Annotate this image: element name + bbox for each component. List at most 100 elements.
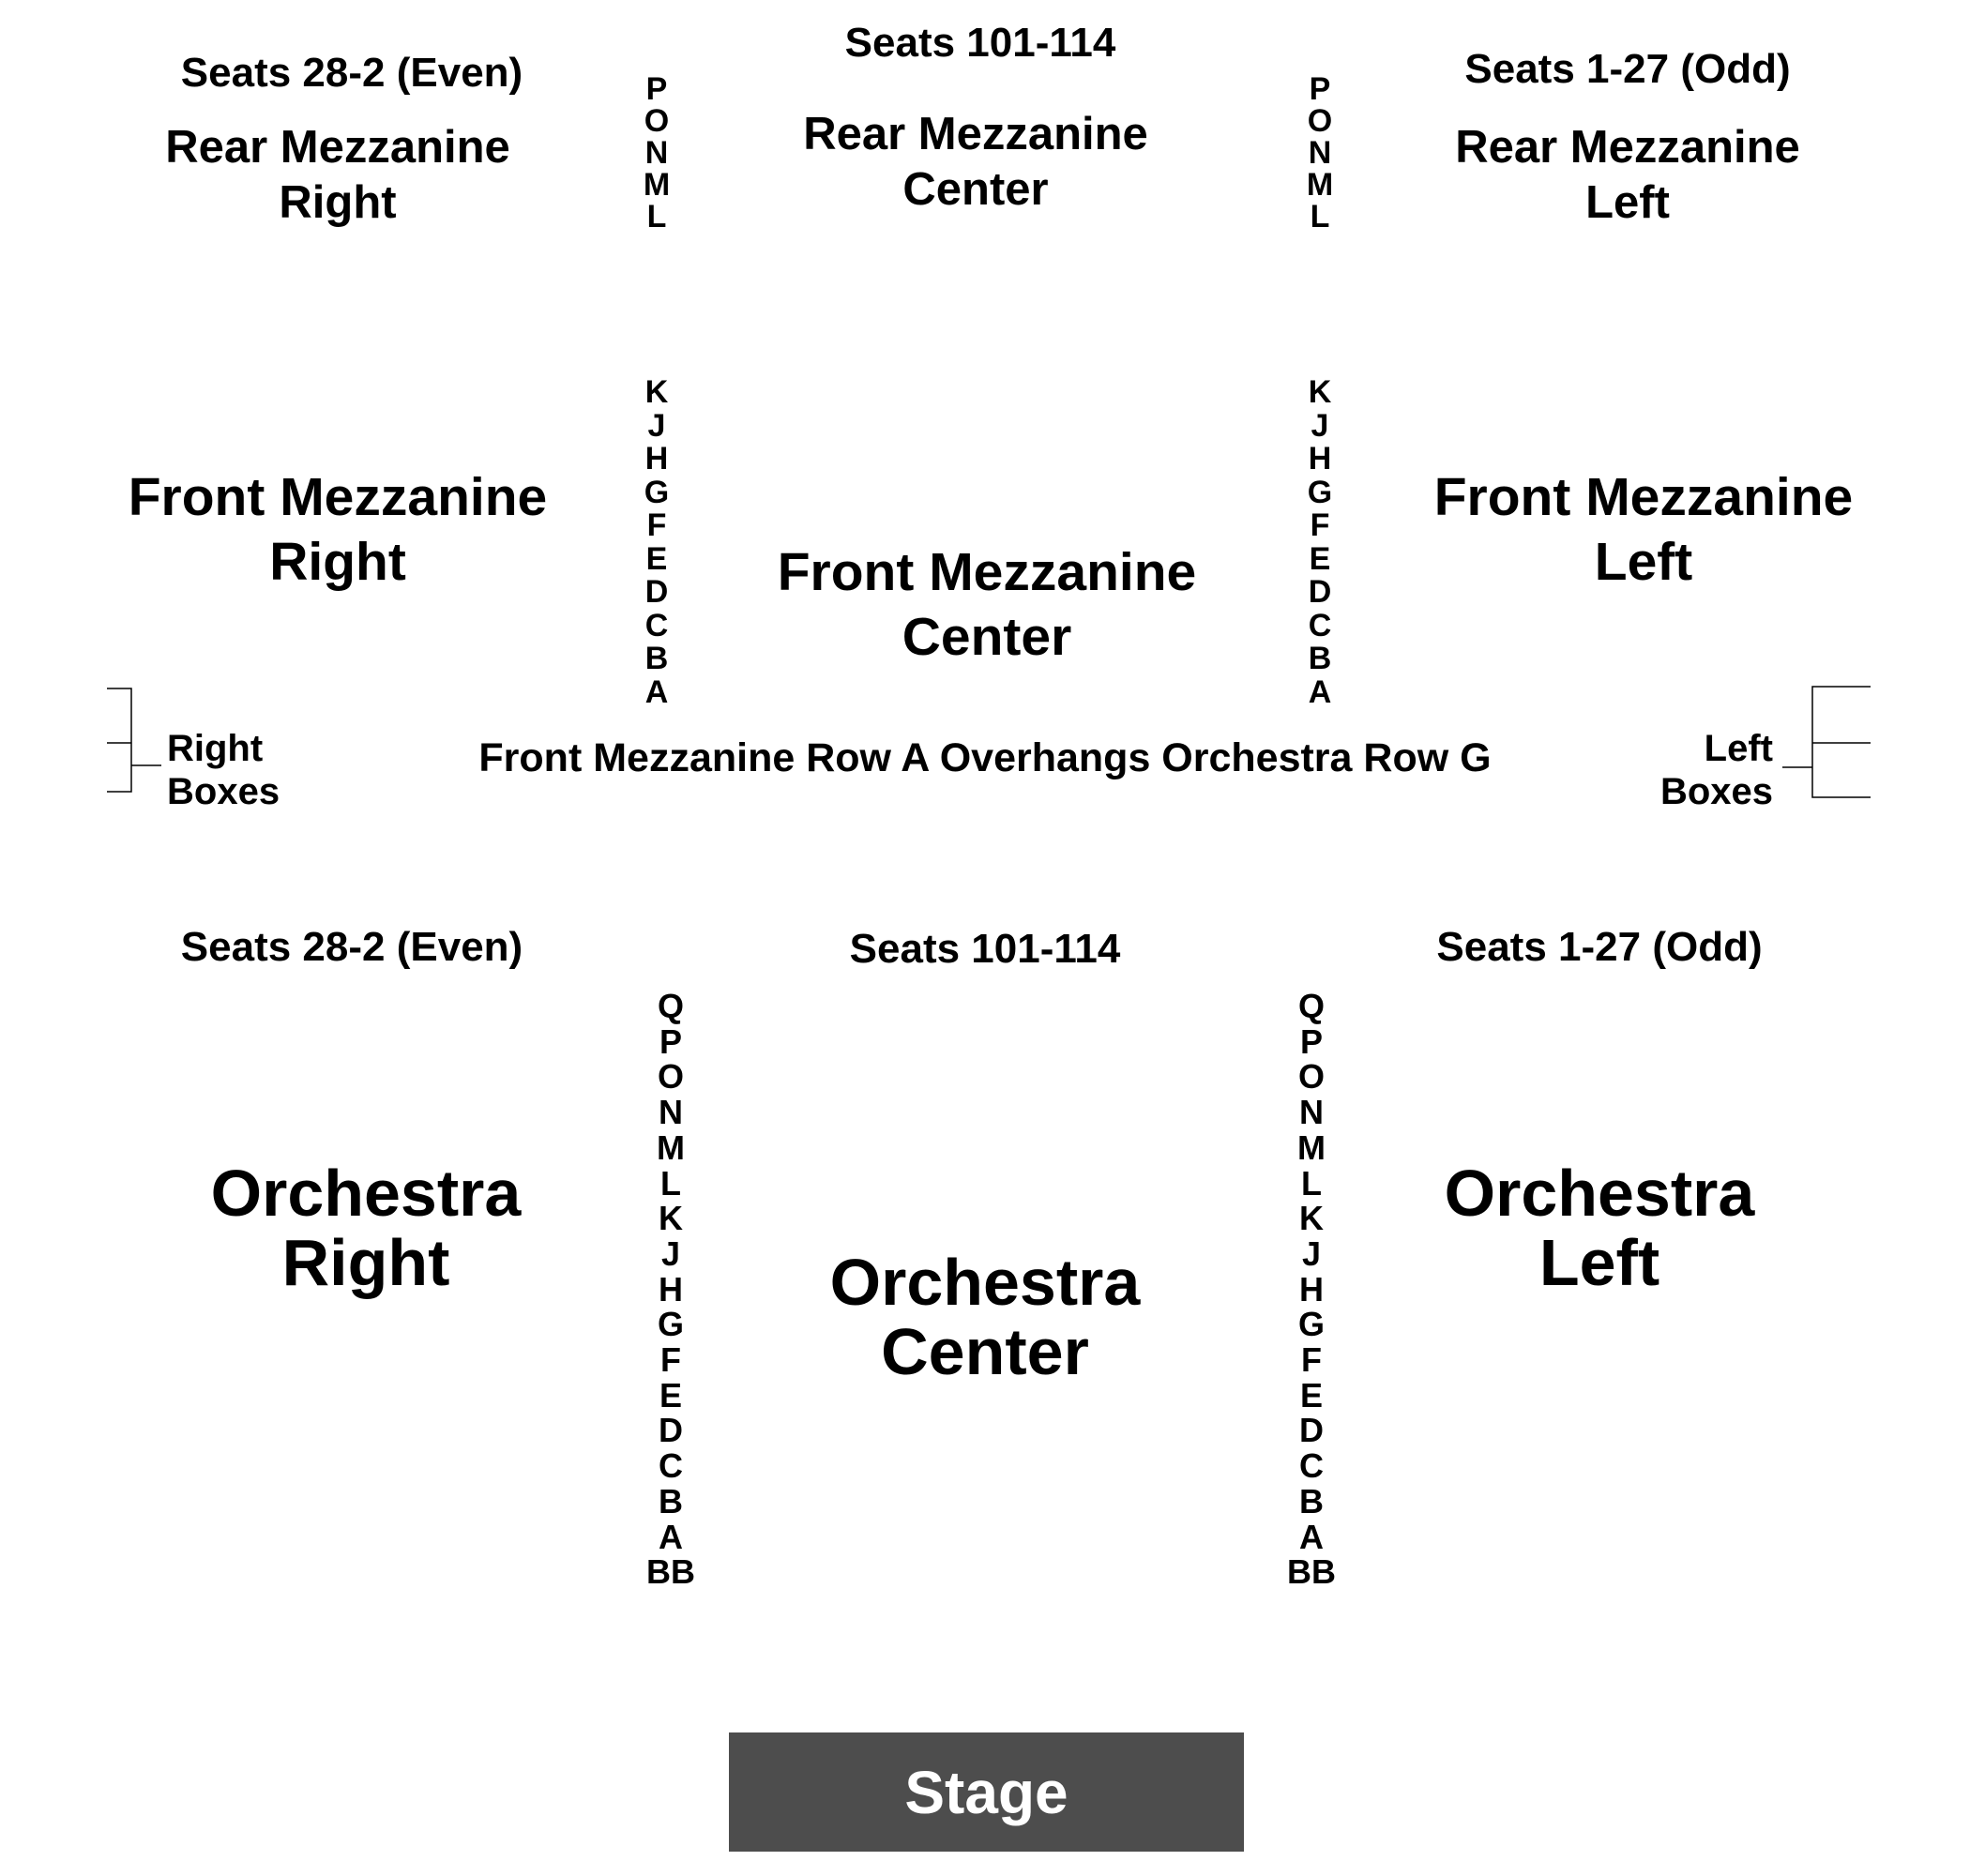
row-letter: J [1301,1233,1322,1273]
row-letter: J [1311,407,1329,444]
row-letter: M [643,167,671,203]
row-letter: F [660,1340,681,1380]
row-letter: N [1308,135,1332,171]
section-name-line: Orchestra [1444,1157,1755,1230]
row-letter: A [644,673,669,710]
section-name-line: Orchestra [829,1246,1141,1319]
row-letter: D [1308,574,1332,610]
row-letter: G [1297,1305,1325,1344]
row-letter: K [1308,374,1332,410]
orchestra-left-seats: Seats 1-27 (Odd) [1436,924,1763,970]
orchestra-right-label[interactable]: Orchestra Right [178,1158,553,1297]
rear-mezzanine-center-seats: Seats 101-114 [844,20,1116,66]
rear-mezzanine-right-seats: Seats 28-2 (Even) [180,50,523,96]
row-letter: H [644,441,669,477]
row-letter: L [646,199,667,234]
row-letter: H [659,1269,683,1309]
section-name-line: Rear Mezzanine [1455,122,1800,173]
row-letter: A [1299,1517,1324,1556]
rear-mezzanine-left-label[interactable]: Rear Mezzanine Left [1440,120,1815,231]
section-name-line: Front Mezzanine [1433,467,1854,527]
row-letter: K [644,374,669,410]
row-letter: K [659,1199,683,1238]
section-name-line: Left [1538,1226,1660,1299]
row-letter: A [659,1517,683,1556]
orchestra-center-seats: Seats 101-114 [849,926,1121,972]
front-mezzanine-center-label[interactable]: Front Mezzanine Center [762,540,1212,670]
section-name-line: Left [1585,177,1670,228]
section-name-line: Orchestra [210,1157,522,1230]
row-letter: L [660,1163,681,1203]
row-letter: Q [1297,987,1325,1025]
row-letter: Q [657,987,684,1025]
section-name-line: Right [281,1226,450,1299]
row-letter: F [646,507,667,543]
row-letter: B [1308,641,1332,676]
row-letter: D [644,574,669,610]
row-letter: G [657,1305,684,1344]
row-letter: B [1299,1481,1324,1520]
row-letter: O [657,1057,684,1097]
section-name-line: Left [1594,532,1693,592]
row-letter: BB [1287,1552,1336,1592]
row-letter: E [645,540,668,577]
row-letter: E [1299,1375,1323,1415]
orchestra-right-seats: Seats 28-2 (Even) [180,924,523,970]
left-boxes-label[interactable]: Left Boxes [1651,727,1773,813]
orchestra-left-label[interactable]: Orchestra Left [1412,1158,1787,1297]
section-name-line: Center [881,1315,1089,1388]
right-boxes-bracket [107,688,161,793]
row-letter: D [659,1411,683,1450]
section-name-line: Center [902,164,1049,215]
row-letter: M [1306,167,1334,203]
right-boxes-label[interactable]: Right Boxes [167,727,280,813]
row-letter: F [1310,507,1330,543]
row-letter: P [1309,71,1331,107]
row-letter: BB [646,1552,695,1592]
section-name-line: Right [269,532,406,592]
row-letter: O [644,103,670,139]
row-letter: O [1297,1057,1325,1097]
box-label-line: Boxes [1659,771,1773,812]
row-letter: A [1308,673,1332,710]
rear-mezzanine-center-label[interactable]: Rear Mezzanine Center [788,107,1163,218]
row-letter: C [644,607,669,643]
row-letter: N [1299,1093,1324,1132]
row-letter: J [647,407,666,444]
row-letter: G [1307,474,1333,510]
front-mezzanine-right-label[interactable]: Front Mezzanine Right [113,465,563,595]
row-letter: H [1299,1269,1324,1309]
row-letter: N [659,1093,683,1132]
row-letter: F [1301,1340,1322,1380]
section-name-line: Center [902,607,1072,667]
section-name-line: Rear Mezzanine [165,122,510,173]
row-letter: H [1308,441,1332,477]
box-label-line: Right [167,728,264,769]
row-letter: O [1307,103,1333,139]
rear-mezzanine-right-label[interactable]: Rear Mezzanine Right [150,120,525,231]
row-letter: E [1309,540,1331,577]
row-letter: P [659,1021,682,1061]
front-mezzanine-left-label[interactable]: Front Mezzanine Left [1418,465,1869,595]
rear-mezzanine-left-seats: Seats 1-27 (Odd) [1464,46,1791,92]
row-letter: L [1310,199,1330,234]
row-letter: M [657,1127,685,1167]
row-letter: B [659,1481,683,1520]
stage-label: Stage [904,1758,1068,1826]
orchestra-center-label[interactable]: Orchestra Center [797,1248,1173,1386]
row-letter: P [645,71,668,107]
row-letter: K [1299,1199,1324,1238]
section-name-line: Right [279,177,397,228]
row-letter: D [1299,1411,1324,1450]
box-label-line: Boxes [167,771,280,812]
row-letter: M [1297,1127,1326,1167]
row-letter: E [659,1375,682,1415]
row-letter: N [644,135,669,171]
